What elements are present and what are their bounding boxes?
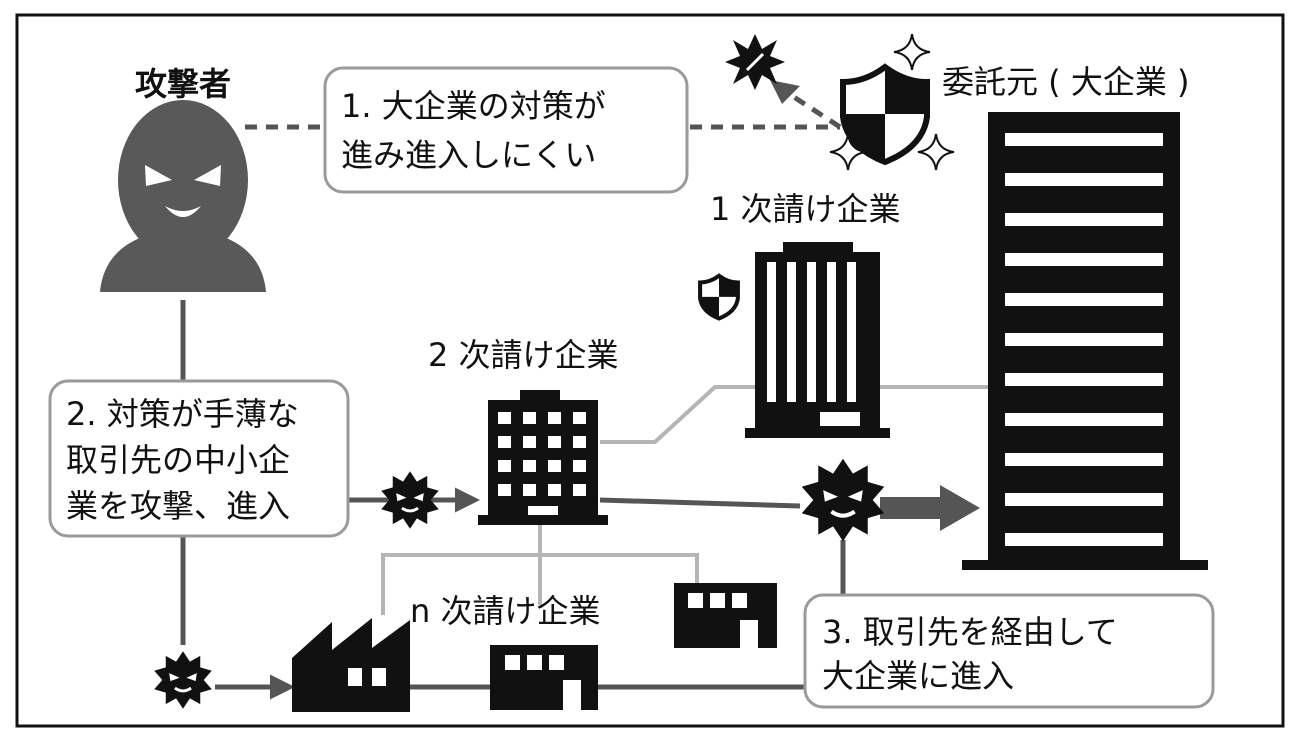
callout-step1 xyxy=(323,66,689,194)
callout-step2-line1: 2. 対策が手薄な xyxy=(66,395,299,433)
virus-icon xyxy=(802,459,885,542)
virus-icon xyxy=(379,469,441,531)
tier2-label: 2 次請け企業 xyxy=(428,336,619,374)
callout-step2-line3: 業を攻撃、進入 xyxy=(66,487,290,525)
callout-step2 xyxy=(48,379,350,538)
sparkle-icon xyxy=(917,133,955,171)
skyscraper-icon xyxy=(962,112,1208,570)
deflected-arrowhead xyxy=(770,80,800,104)
callout-step3-line2: 大企業に進入 xyxy=(822,657,1014,695)
virus-icon xyxy=(152,649,214,711)
small-office-icon xyxy=(674,583,777,648)
attacker-icon xyxy=(100,100,266,292)
small-shield-icon xyxy=(698,273,740,321)
outer-frame xyxy=(15,13,1285,728)
tierN-label: n 次請け企業 xyxy=(410,592,600,630)
tier1-building-icon xyxy=(745,242,890,438)
callout-step3-line1: 3. 取引先を経由して xyxy=(822,613,1118,651)
callout-step1-line2: 進み進入しにくい xyxy=(341,136,596,174)
shield-icon xyxy=(840,63,930,166)
tierN-branch-right xyxy=(540,553,699,585)
attacker-label: 攻撃者 xyxy=(135,65,231,103)
factory-icon xyxy=(292,618,410,712)
big-arrow-head xyxy=(940,485,980,531)
tier2-building-icon xyxy=(478,390,608,525)
sparkle-icon xyxy=(893,33,931,71)
small-office-icon xyxy=(490,645,598,710)
big-arrow-shaft xyxy=(880,497,942,519)
client-label: 委託元 ( 大企業 ) xyxy=(942,63,1190,101)
tier1-label: 1 次請け企業 xyxy=(710,190,901,228)
callout-step1-line1: 1. 大企業の対策が xyxy=(341,87,606,125)
tier2-to-virus-line xyxy=(599,497,801,509)
callout-step2-line2: 取引先の中小企 xyxy=(66,441,290,479)
blocked-burst-icon xyxy=(725,34,785,90)
tierN-branch-left xyxy=(381,525,542,615)
deflected-dashed-line xyxy=(778,85,842,130)
callout-step3 xyxy=(803,593,1215,709)
